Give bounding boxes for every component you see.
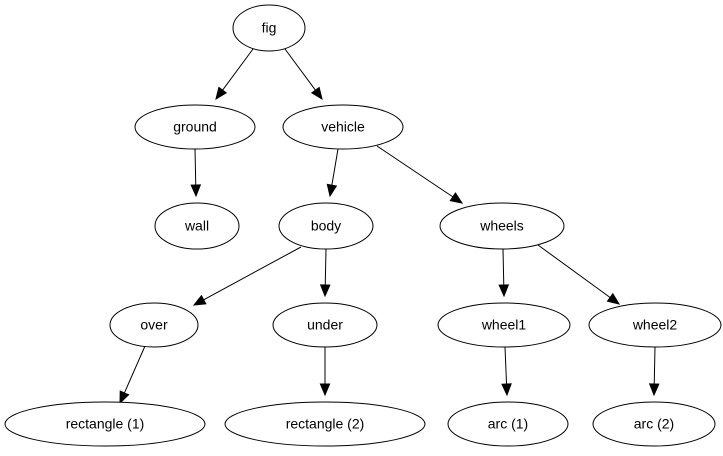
node-label-wheels: wheels xyxy=(479,218,524,234)
node-ellipse-wheel2[interactable] xyxy=(588,302,722,348)
arrowhead-icon xyxy=(648,383,660,397)
graph-node-rectangle2[interactable]: rectangle (2) xyxy=(224,401,426,447)
arrowhead-icon xyxy=(192,294,207,306)
graph-node-vehicle[interactable]: vehicle xyxy=(282,104,404,150)
edge-line xyxy=(653,346,656,385)
edge-line xyxy=(537,244,611,298)
graph-edge-wheel2-to-arc2 xyxy=(648,346,660,397)
edge-line xyxy=(123,345,146,394)
node-ellipse-body[interactable] xyxy=(278,202,374,250)
node-label-arc2: arc (2) xyxy=(634,416,674,432)
node-label-arc1: arc (1) xyxy=(488,416,528,432)
graph-edge-body-to-under xyxy=(319,248,331,298)
graph-edge-fig-to-vehicle xyxy=(284,48,323,101)
node-ellipse-arc2[interactable] xyxy=(592,401,716,447)
nodes-layer: fig ground vehicle wall body wheels over under w… xyxy=(4,4,722,447)
node-label-body: body xyxy=(311,218,341,234)
graph-node-arc1[interactable]: arc (1) xyxy=(447,401,569,447)
arrowhead-icon xyxy=(190,184,202,198)
edge-line xyxy=(502,248,505,286)
graph-node-wall[interactable]: wall xyxy=(154,202,240,250)
graph-node-body[interactable]: body xyxy=(278,202,374,250)
edge-line xyxy=(376,145,454,198)
graph-node-wheels[interactable]: wheels xyxy=(439,202,565,250)
graph-node-ground[interactable]: ground xyxy=(134,104,256,150)
arrowhead-icon xyxy=(319,284,331,298)
arrowhead-icon xyxy=(119,390,130,405)
graph-edge-fig-to-ground xyxy=(215,48,254,101)
graph-node-under[interactable]: under xyxy=(272,302,378,348)
node-ellipse-wheels[interactable] xyxy=(439,202,565,250)
graph-edge-ground-to-wall xyxy=(190,148,202,198)
arrowhead-icon xyxy=(501,383,512,397)
edge-line xyxy=(504,346,508,385)
arrowhead-icon xyxy=(449,192,464,204)
arrowhead-icon xyxy=(326,183,338,198)
node-label-fig: fig xyxy=(262,20,277,36)
node-ellipse-arc1[interactable] xyxy=(447,401,569,447)
node-label-rectangle1: rectangle (1) xyxy=(66,416,145,432)
arrowhead-icon xyxy=(319,383,331,397)
edge-line xyxy=(203,246,302,301)
edge-line xyxy=(284,48,316,91)
node-ellipse-under[interactable] xyxy=(272,302,378,348)
graph-edge-vehicle-to-body xyxy=(326,148,339,198)
node-ellipse-wall[interactable] xyxy=(154,202,240,250)
graph-node-wheel2[interactable]: wheel2 xyxy=(588,302,722,348)
edge-line xyxy=(194,148,197,186)
graph-node-rectangle1[interactable]: rectangle (1) xyxy=(4,401,206,447)
node-label-wheel2: wheel2 xyxy=(632,317,678,333)
node-label-over: over xyxy=(140,317,168,333)
graph-node-fig[interactable]: fig xyxy=(232,4,306,52)
graph-edge-wheel1-to-arc1 xyxy=(501,346,512,397)
graph-edge-vehicle-to-wheels xyxy=(376,145,464,204)
arrowhead-icon xyxy=(215,86,228,101)
edge-line xyxy=(222,48,254,91)
edge-line xyxy=(331,148,339,186)
graph-edge-wheels-to-wheel1 xyxy=(498,248,510,298)
graph-edge-under-to-rectangle2 xyxy=(319,347,331,397)
node-label-wheel1: wheel1 xyxy=(481,317,527,333)
graph-node-wheel1[interactable]: wheel1 xyxy=(437,302,571,348)
node-label-wall: wall xyxy=(184,218,209,234)
edge-line xyxy=(324,248,327,286)
node-label-rectangle2: rectangle (2) xyxy=(286,416,365,432)
node-ellipse-fig[interactable] xyxy=(232,4,306,52)
node-ellipse-over[interactable] xyxy=(109,302,199,348)
graph-edge-body-to-over xyxy=(192,246,302,306)
node-label-vehicle: vehicle xyxy=(321,119,365,135)
edges-layer xyxy=(119,48,660,405)
graph-node-arc2[interactable]: arc (2) xyxy=(592,401,716,447)
graph-edge-wheels-to-wheel2 xyxy=(537,244,621,305)
node-ellipse-rectangle2[interactable] xyxy=(224,401,426,447)
node-ellipse-rectangle1[interactable] xyxy=(4,401,206,447)
graph-edge-over-to-rectangle1 xyxy=(119,345,146,405)
arrowhead-icon xyxy=(498,284,510,298)
arrowhead-icon xyxy=(310,86,323,101)
arrowhead-icon xyxy=(606,292,621,305)
node-ellipse-vehicle[interactable] xyxy=(282,104,404,150)
node-label-under: under xyxy=(307,317,343,333)
graph-node-over[interactable]: over xyxy=(109,302,199,348)
node-ellipse-ground[interactable] xyxy=(134,104,256,150)
node-ellipse-wheel1[interactable] xyxy=(437,302,571,348)
node-label-ground: ground xyxy=(173,119,217,135)
